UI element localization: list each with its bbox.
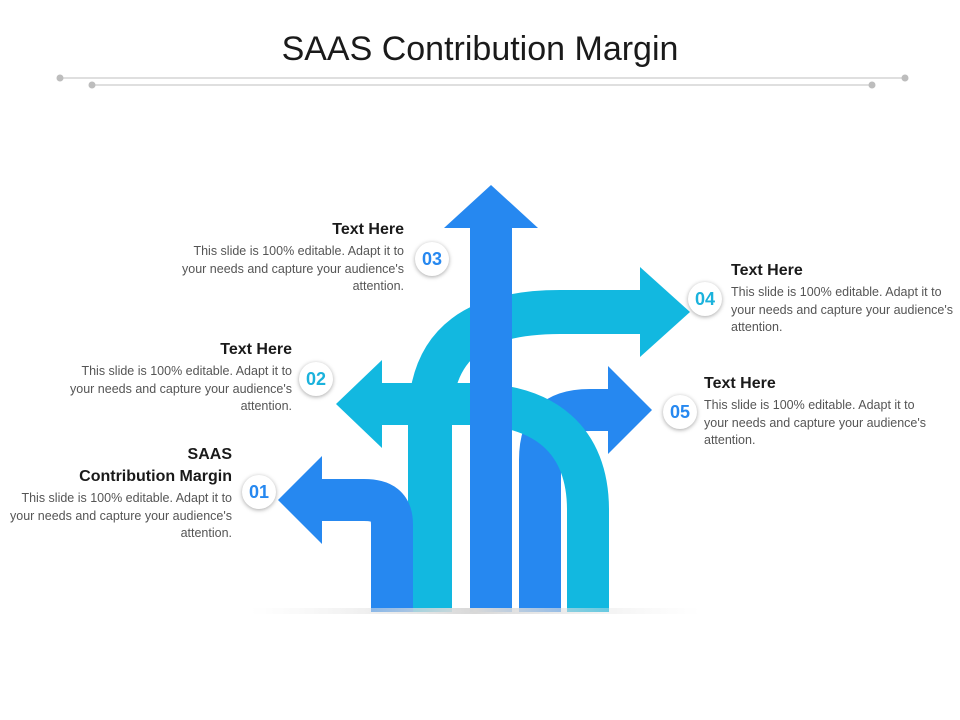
item-01-body: This slide is 100% editable. Adapt it to… <box>10 491 232 540</box>
item-02-body: This slide is 100% editable. Adapt it to… <box>70 364 292 413</box>
item-01-heading-line: SAAS Contribution Margin <box>79 446 232 485</box>
badge-05: 05 <box>663 395 697 429</box>
item-02-heading: Text Here <box>220 341 292 358</box>
item-05-text: Text Here This slide is 100% editable. A… <box>704 373 930 450</box>
item-05-heading: Text Here <box>704 375 776 392</box>
item-03-body: This slide is 100% editable. Adapt it to… <box>182 244 404 293</box>
arrow-03 <box>444 185 538 612</box>
badge-04: 04 <box>688 282 722 316</box>
floor-shadow <box>250 608 700 614</box>
badge-02: 02 <box>299 362 333 396</box>
badge-01: 01 <box>242 475 276 509</box>
item-04-body: This slide is 100% editable. Adapt it to… <box>731 285 953 334</box>
page-title: SAAS Contribution Margin <box>281 30 679 68</box>
item-03-text: Text Here This slide is 100% editable. A… <box>178 219 404 296</box>
item-02-text: Text Here This slide is 100% editable. A… <box>66 339 292 416</box>
item-01-text: SAAS Contribution Margin This slide is 1… <box>10 444 232 543</box>
item-04-text: Text Here This slide is 100% editable. A… <box>731 260 953 337</box>
arrow-01 <box>278 456 413 612</box>
item-04-heading: Text Here <box>731 262 803 279</box>
badge-03: 03 <box>415 242 449 276</box>
item-03-heading: Text Here <box>332 221 404 238</box>
item-05-body: This slide is 100% editable. Adapt it to… <box>704 398 926 447</box>
item-01-heading: SAAS Contribution Margin <box>10 444 232 488</box>
